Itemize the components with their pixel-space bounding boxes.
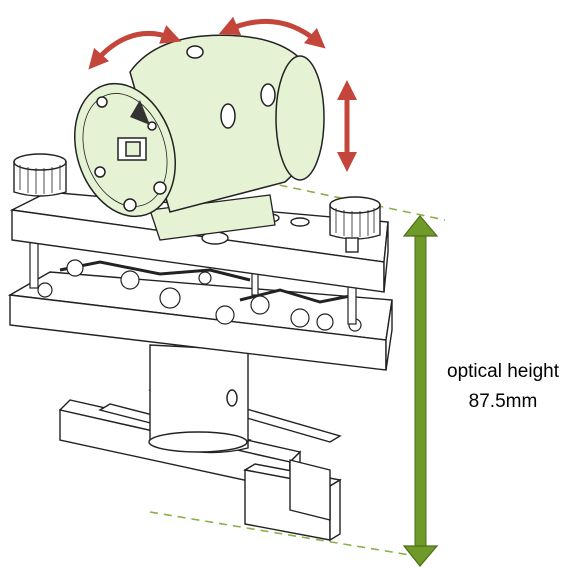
spring-hardware [29,239,362,332]
oven-cylinder [73,34,325,218]
optical-height-label: optical height 87.5mm [418,357,578,417]
optical-height-arrow [402,215,439,567]
thumb-screw-left [13,153,67,197]
post [148,344,249,454]
thumb-screw-right [329,196,381,253]
optical-height-value: 87.5mm [468,391,538,412]
optical-height-title: optical height [447,361,559,382]
rotate-arrow-right [218,16,326,49]
lower-guide-line [149,511,411,556]
rotate-arrow-left [88,25,182,70]
